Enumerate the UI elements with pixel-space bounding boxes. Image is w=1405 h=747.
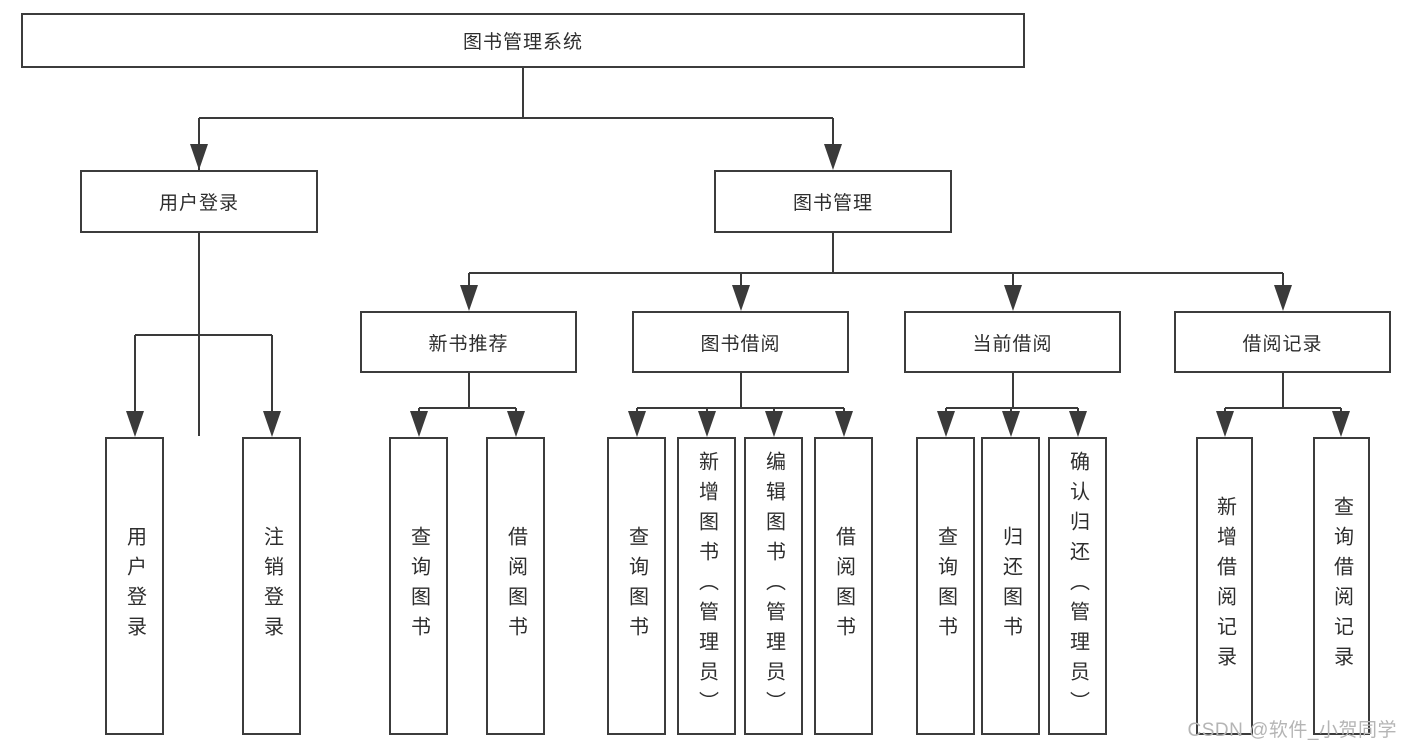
node-borrow-records: 借阅记录 — [1174, 311, 1391, 373]
connector-records-to-leaves — [1216, 373, 1350, 437]
node-label: 借阅记录 — [1242, 333, 1323, 355]
leaf-label: 借阅图书 — [504, 526, 527, 646]
leaf-label: 确认归还（管理员） — [1066, 451, 1089, 721]
node-root-system: 图书管理系统 — [21, 13, 1025, 68]
leaf-label: 编辑图书（管理员） — [762, 451, 785, 721]
node-label: 当前借阅 — [972, 333, 1053, 355]
node-user-login-branch: 用户登录 — [80, 170, 318, 233]
node-current-borrow: 当前借阅 — [904, 311, 1121, 373]
connector-bookmgmt-to-level3 — [460, 233, 1292, 311]
leaf-confirm-return-admin: 确认归还（管理员） — [1048, 437, 1107, 735]
connector-recommend-to-leaves — [410, 373, 525, 437]
node-root-label: 图书管理系统 — [462, 32, 583, 53]
node-label: 图书管理 — [792, 193, 873, 214]
connector-userlogin-to-leaves — [126, 233, 281, 437]
leaf-user-login: 用户登录 — [105, 437, 164, 735]
leaf-query-books-current: 查询图书 — [916, 437, 975, 735]
node-book-management: 图书管理 — [714, 170, 952, 233]
leaf-label: 查询图书 — [407, 526, 430, 646]
connector-current-to-leaves — [937, 373, 1087, 437]
leaf-label: 用户登录 — [123, 526, 146, 646]
node-label: 新书推荐 — [428, 333, 509, 355]
connector-root-to-level2 — [190, 68, 842, 436]
leaf-label: 查询图书 — [625, 526, 648, 646]
node-book-borrow: 图书借阅 — [632, 311, 849, 373]
leaf-label: 查询图书 — [934, 526, 957, 646]
leaf-return-book: 归还图书 — [981, 437, 1040, 735]
leaf-borrow-books-recommend: 借阅图书 — [486, 437, 545, 735]
leaf-label: 查询借阅记录 — [1330, 496, 1353, 676]
leaf-label: 新增借阅记录 — [1213, 496, 1236, 676]
leaf-borrow-books: 借阅图书 — [814, 437, 873, 735]
leaf-label: 新增图书（管理员） — [695, 451, 718, 721]
leaf-logout: 注销登录 — [242, 437, 301, 735]
leaf-query-borrow-record: 查询借阅记录 — [1313, 437, 1370, 735]
leaf-query-books-borrow: 查询图书 — [607, 437, 666, 735]
leaf-query-books-recommend: 查询图书 — [389, 437, 448, 735]
leaf-label: 注销登录 — [260, 526, 283, 646]
leaf-label: 借阅图书 — [832, 526, 855, 646]
csdn-watermark: CSDN @软件_小贺同学 — [1187, 720, 1397, 741]
leaf-edit-book-admin: 编辑图书（管理员） — [744, 437, 803, 735]
leaf-add-borrow-record: 新增借阅记录 — [1196, 437, 1253, 735]
node-new-book-recommend: 新书推荐 — [360, 311, 577, 373]
node-label: 图书借阅 — [700, 333, 781, 355]
connector-borrow-to-leaves — [628, 373, 853, 437]
node-label: 用户登录 — [158, 193, 239, 214]
leaf-label: 归还图书 — [999, 526, 1022, 646]
leaf-add-book-admin: 新增图书（管理员） — [677, 437, 736, 735]
